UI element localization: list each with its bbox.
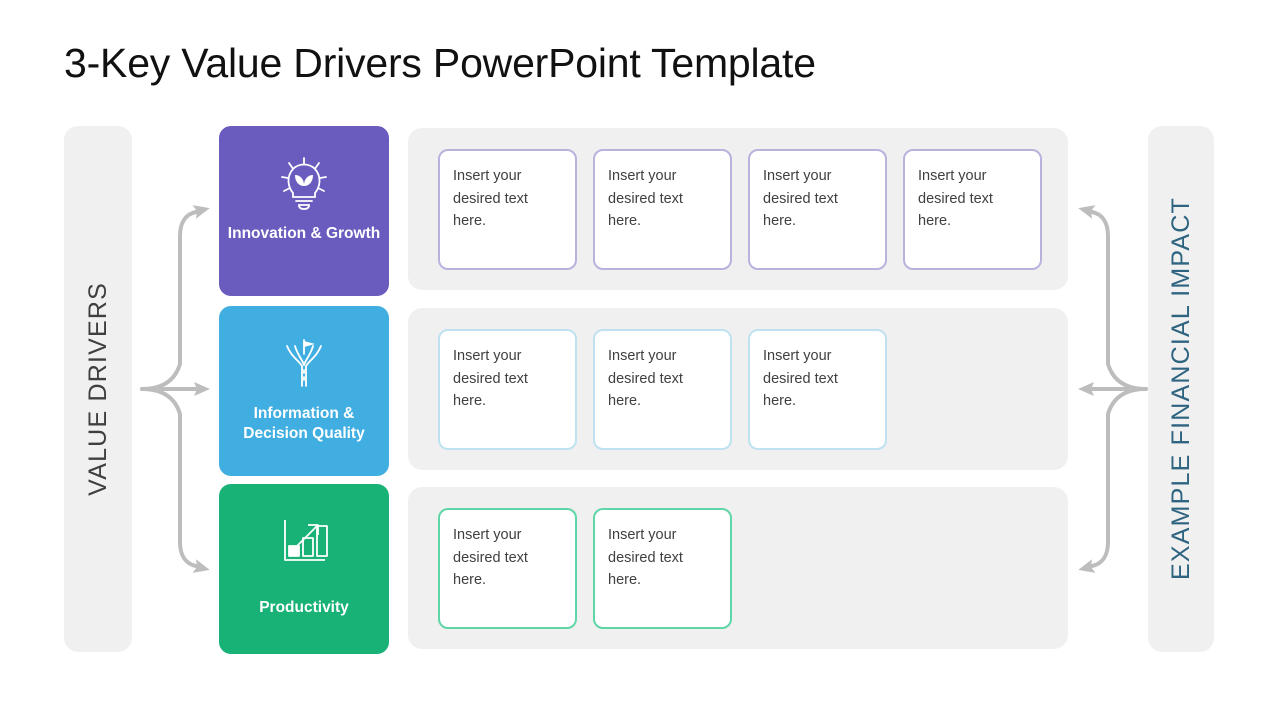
note-box[interactable]: Insert your desired text here. — [593, 149, 732, 270]
driver-label: Productivity — [259, 599, 349, 616]
note-box[interactable]: Insert your desired text here. — [593, 329, 732, 450]
driver-label: Innovation & Growth — [227, 225, 381, 242]
note-text: Insert your desired text here. — [453, 527, 528, 589]
note-box[interactable]: Insert your desired text here. — [903, 149, 1042, 270]
note-text: Insert your desired text here. — [608, 527, 683, 589]
note-row: Insert your desired text here. Insert yo… — [438, 508, 732, 629]
driver-card-information-decision-quality[interactable]: Information & Decision Quality — [219, 306, 389, 476]
content-panel-information-decision-quality: Insert your desired text here. Insert yo… — [408, 308, 1068, 470]
content-panel-productivity: Insert your desired text here. Insert yo… — [408, 487, 1068, 649]
note-box[interactable]: Insert your desired text here. — [748, 329, 887, 450]
note-row: Insert your desired text here. Insert yo… — [438, 329, 887, 450]
note-box[interactable]: Insert your desired text here. — [438, 508, 577, 629]
note-text: Insert your desired text here. — [918, 168, 993, 230]
note-text: Insert your desired text here. — [763, 168, 838, 230]
note-box[interactable]: Insert your desired text here. — [748, 149, 887, 270]
example-financial-impact-rail: EXAMPLE FINANCIAL IMPACT — [1148, 126, 1214, 652]
example-financial-impact-label: EXAMPLE FINANCIAL IMPACT — [1166, 197, 1195, 581]
driver-label: Information & Decision Quality — [243, 405, 365, 443]
note-text: Insert your desired text here. — [453, 348, 528, 410]
note-box[interactable]: Insert your desired text here. — [593, 508, 732, 629]
driver-card-innovation-growth[interactable]: Innovation & Growth — [219, 126, 389, 296]
branch-arrow-left-icon — [1070, 126, 1148, 652]
note-box[interactable]: Insert your desired text here. — [438, 149, 577, 270]
driver-card-productivity[interactable]: Productivity — [219, 484, 389, 654]
note-row: Insert your desired text here. Insert yo… — [438, 149, 1042, 270]
forked-road-signpost-icon — [269, 328, 339, 398]
value-drivers-rail: VALUE DRIVERS — [64, 126, 132, 652]
note-text: Insert your desired text here. — [453, 168, 528, 230]
note-text: Insert your desired text here. — [763, 348, 838, 410]
note-box[interactable]: Insert your desired text here. — [438, 329, 577, 450]
page-title: 3-Key Value Drivers PowerPoint Template — [64, 40, 816, 86]
note-text: Insert your desired text here. — [608, 348, 683, 410]
note-text: Insert your desired text here. — [608, 168, 683, 230]
lightbulb-sprout-icon — [269, 148, 339, 218]
growth-bar-chart-icon — [269, 506, 339, 576]
content-panel-innovation-growth: Insert your desired text here. Insert yo… — [408, 128, 1068, 290]
value-drivers-label: VALUE DRIVERS — [83, 282, 112, 496]
branch-arrow-right-icon — [140, 126, 218, 652]
